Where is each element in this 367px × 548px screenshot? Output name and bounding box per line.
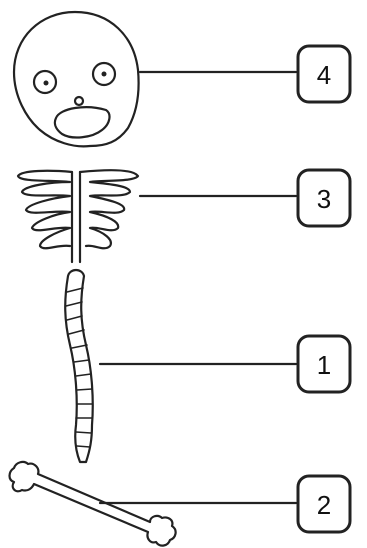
skull-drawing: [14, 12, 139, 146]
skull-outline: [14, 12, 139, 146]
spine-segment-chest: [72, 172, 80, 262]
mouth: [55, 107, 110, 137]
ribs-left: [18, 171, 72, 248]
ribs-right: [80, 170, 138, 248]
spine-drawing: [65, 270, 93, 462]
label-bone: 2: [317, 490, 331, 520]
label-spine: 1: [317, 350, 331, 380]
left-pupil: [44, 81, 49, 86]
right-pupil: [102, 72, 107, 77]
label-ribcage: 3: [317, 184, 331, 214]
label-skull: 4: [317, 60, 331, 90]
spine-segments: [66, 288, 92, 447]
nose: [75, 97, 83, 105]
ribcage-drawing: [18, 170, 138, 262]
